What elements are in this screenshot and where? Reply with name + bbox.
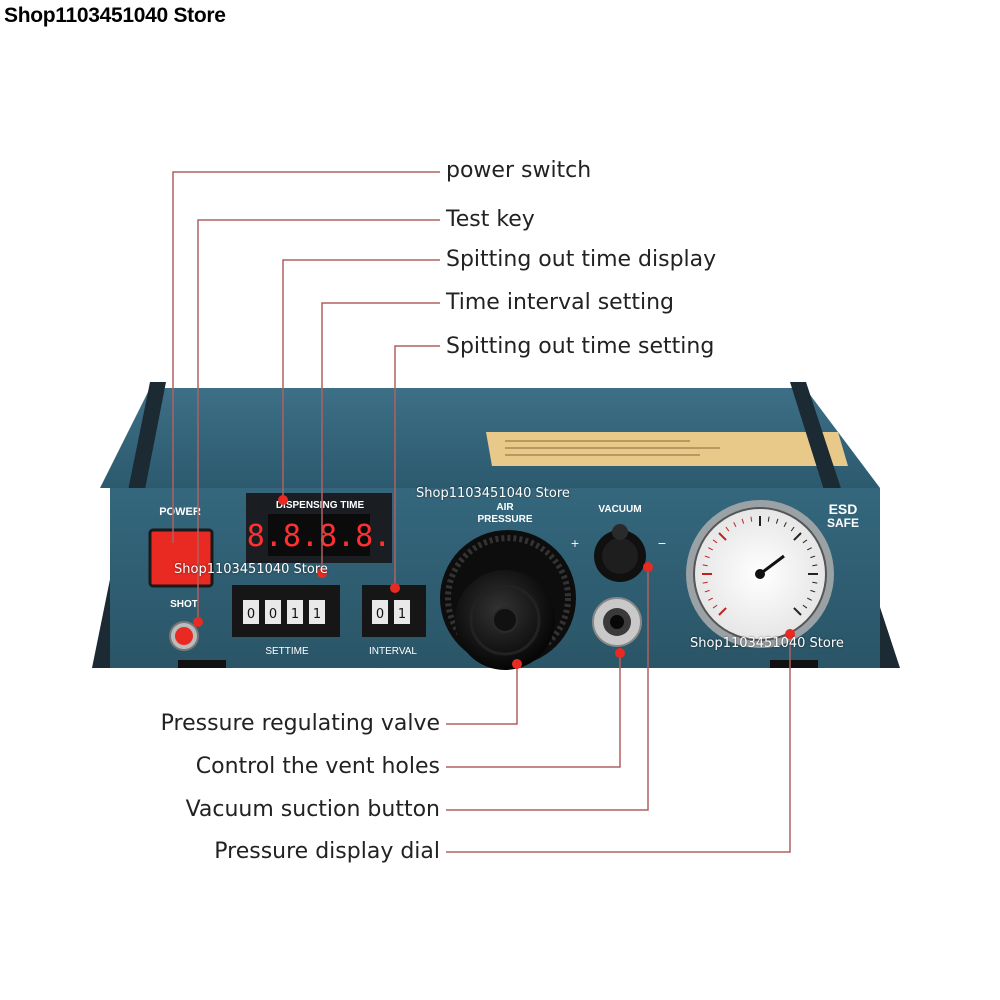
thumbwheel-digit-window[interactable] xyxy=(265,600,281,624)
thumbwheel-digit: 1 xyxy=(398,607,406,622)
gauge-tick xyxy=(775,518,779,524)
callout-vent-holes: Control the vent holes xyxy=(195,754,440,779)
gauge-tick xyxy=(793,607,802,616)
gauge-tick xyxy=(783,522,787,528)
thumbwheel-digit: 1 xyxy=(291,607,299,622)
esd-label: ESD xyxy=(829,501,858,517)
device-foot xyxy=(178,660,226,668)
callout-pressure-dial: Pressure display dial xyxy=(214,839,440,864)
settime-label: SETTIME xyxy=(265,646,309,657)
gauge-tick xyxy=(750,516,753,522)
callout-time-setting: Spitting out time setting xyxy=(446,334,715,359)
gauge-tick xyxy=(802,604,808,609)
store-title: Shop1103451040 Store xyxy=(4,4,226,27)
gauge-tick xyxy=(806,547,812,551)
gauge-tick xyxy=(718,532,727,541)
power-label: POWER xyxy=(159,506,201,518)
gauge-tick xyxy=(812,564,818,567)
leader-dots xyxy=(168,495,795,669)
safe-label: SAFE xyxy=(827,516,859,530)
gauge-tick xyxy=(718,607,727,616)
gauge-tick xyxy=(704,589,710,593)
vacuum-plus: + xyxy=(570,537,579,550)
callout-power-switch: power switch xyxy=(446,158,592,183)
gauge-tick xyxy=(704,555,710,559)
watermark: Shop1103451040 Store xyxy=(174,562,328,577)
thumbwheel-digit: 0 xyxy=(269,607,277,622)
gauge-tick xyxy=(733,522,737,528)
gauge-tick xyxy=(806,597,812,601)
callout-interval-setting: Time interval setting xyxy=(446,290,674,315)
vacuum-label: VACUUM xyxy=(598,504,641,515)
interval-label: INTERVAL xyxy=(369,646,417,657)
dispensing-time-label: DISPENSING TIME xyxy=(276,500,365,511)
thumbwheel-digit-window[interactable] xyxy=(372,600,388,624)
gauge-ticks xyxy=(702,516,818,616)
gauge-tick xyxy=(712,539,718,544)
callout-time-display: Spitting out time display xyxy=(446,247,717,272)
thumbwheel-digit-window[interactable] xyxy=(287,600,303,624)
power-switch xyxy=(148,528,214,588)
gauge-tick xyxy=(708,547,714,551)
gauge-tick xyxy=(741,518,745,524)
callout-pressure-valve: Pressure regulating valve xyxy=(160,711,440,736)
watermark: Shop1103451040 Store xyxy=(690,636,844,651)
gauge-tick xyxy=(802,539,808,544)
gauge-tick xyxy=(810,589,816,593)
thumbwheel-digit-window[interactable] xyxy=(309,600,325,624)
callout-test-key: Test key xyxy=(446,207,535,232)
gauge-tick xyxy=(790,526,795,532)
thumbwheel-digit: 1 xyxy=(313,607,321,622)
gauge-tick xyxy=(702,581,708,584)
watermark: Shop1103451040 Store xyxy=(416,486,570,501)
gauge-tick xyxy=(767,516,770,522)
gauge-tick xyxy=(812,581,818,584)
gauge-tick xyxy=(708,597,714,601)
vacuum-minus: − xyxy=(657,537,666,550)
leader-lines-bottom xyxy=(446,567,791,853)
vent-hole xyxy=(610,615,624,629)
thumbwheel-digit: 0 xyxy=(376,607,384,622)
test-key xyxy=(175,627,193,645)
gauge-tick xyxy=(793,532,802,541)
thumbwheel-digit-window[interactable] xyxy=(243,600,259,624)
led-display-window xyxy=(268,514,370,556)
leader-lines-top xyxy=(172,171,440,622)
led-display: 8.8.8.8. xyxy=(247,519,392,554)
gauge-tick xyxy=(725,526,730,532)
gauge-tick xyxy=(702,564,708,567)
air-label: AIR xyxy=(496,502,514,513)
thumbwheel-digit: 0 xyxy=(247,607,255,622)
shot-label: SHOT xyxy=(170,599,198,610)
callout-vacuum-button: Vacuum suction button xyxy=(185,797,440,822)
pressure-label: PRESSURE xyxy=(477,514,532,525)
gauge-tick xyxy=(810,555,816,559)
gauge-tick xyxy=(712,604,718,609)
device-foot xyxy=(770,660,818,668)
thumbwheel-digit-window[interactable] xyxy=(394,600,410,624)
